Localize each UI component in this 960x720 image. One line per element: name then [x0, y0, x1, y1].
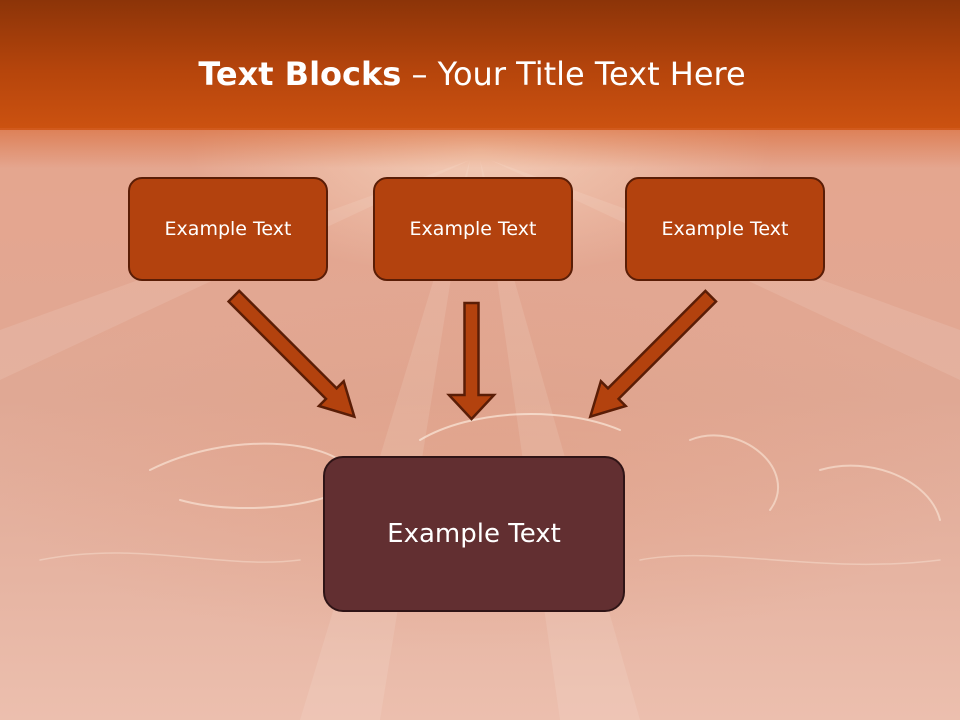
slide-title-rest: Your Title Text Here: [437, 55, 746, 93]
title-banner: [0, 0, 960, 130]
slide-title: Text Blocks – Your Title Text Here: [0, 52, 944, 96]
text-block-bottom[interactable]: Example Text: [323, 456, 625, 612]
text-block-left[interactable]: Example Text: [128, 177, 328, 281]
text-block-right-label: Example Text: [661, 218, 789, 240]
text-block-left-label: Example Text: [164, 218, 292, 240]
text-block-center[interactable]: Example Text: [373, 177, 573, 281]
slide-title-bold: Text Blocks: [198, 55, 402, 93]
slide-title-dash: –: [401, 55, 438, 93]
arrow-center-down: [446, 301, 497, 421]
text-block-right[interactable]: Example Text: [625, 177, 825, 281]
arrow-right-diagonal: [588, 289, 718, 419]
text-block-center-label: Example Text: [409, 218, 537, 240]
arrow-left-diagonal: [226, 289, 357, 419]
text-block-bottom-label: Example Text: [387, 519, 561, 549]
title-banner-fade: [0, 128, 960, 168]
